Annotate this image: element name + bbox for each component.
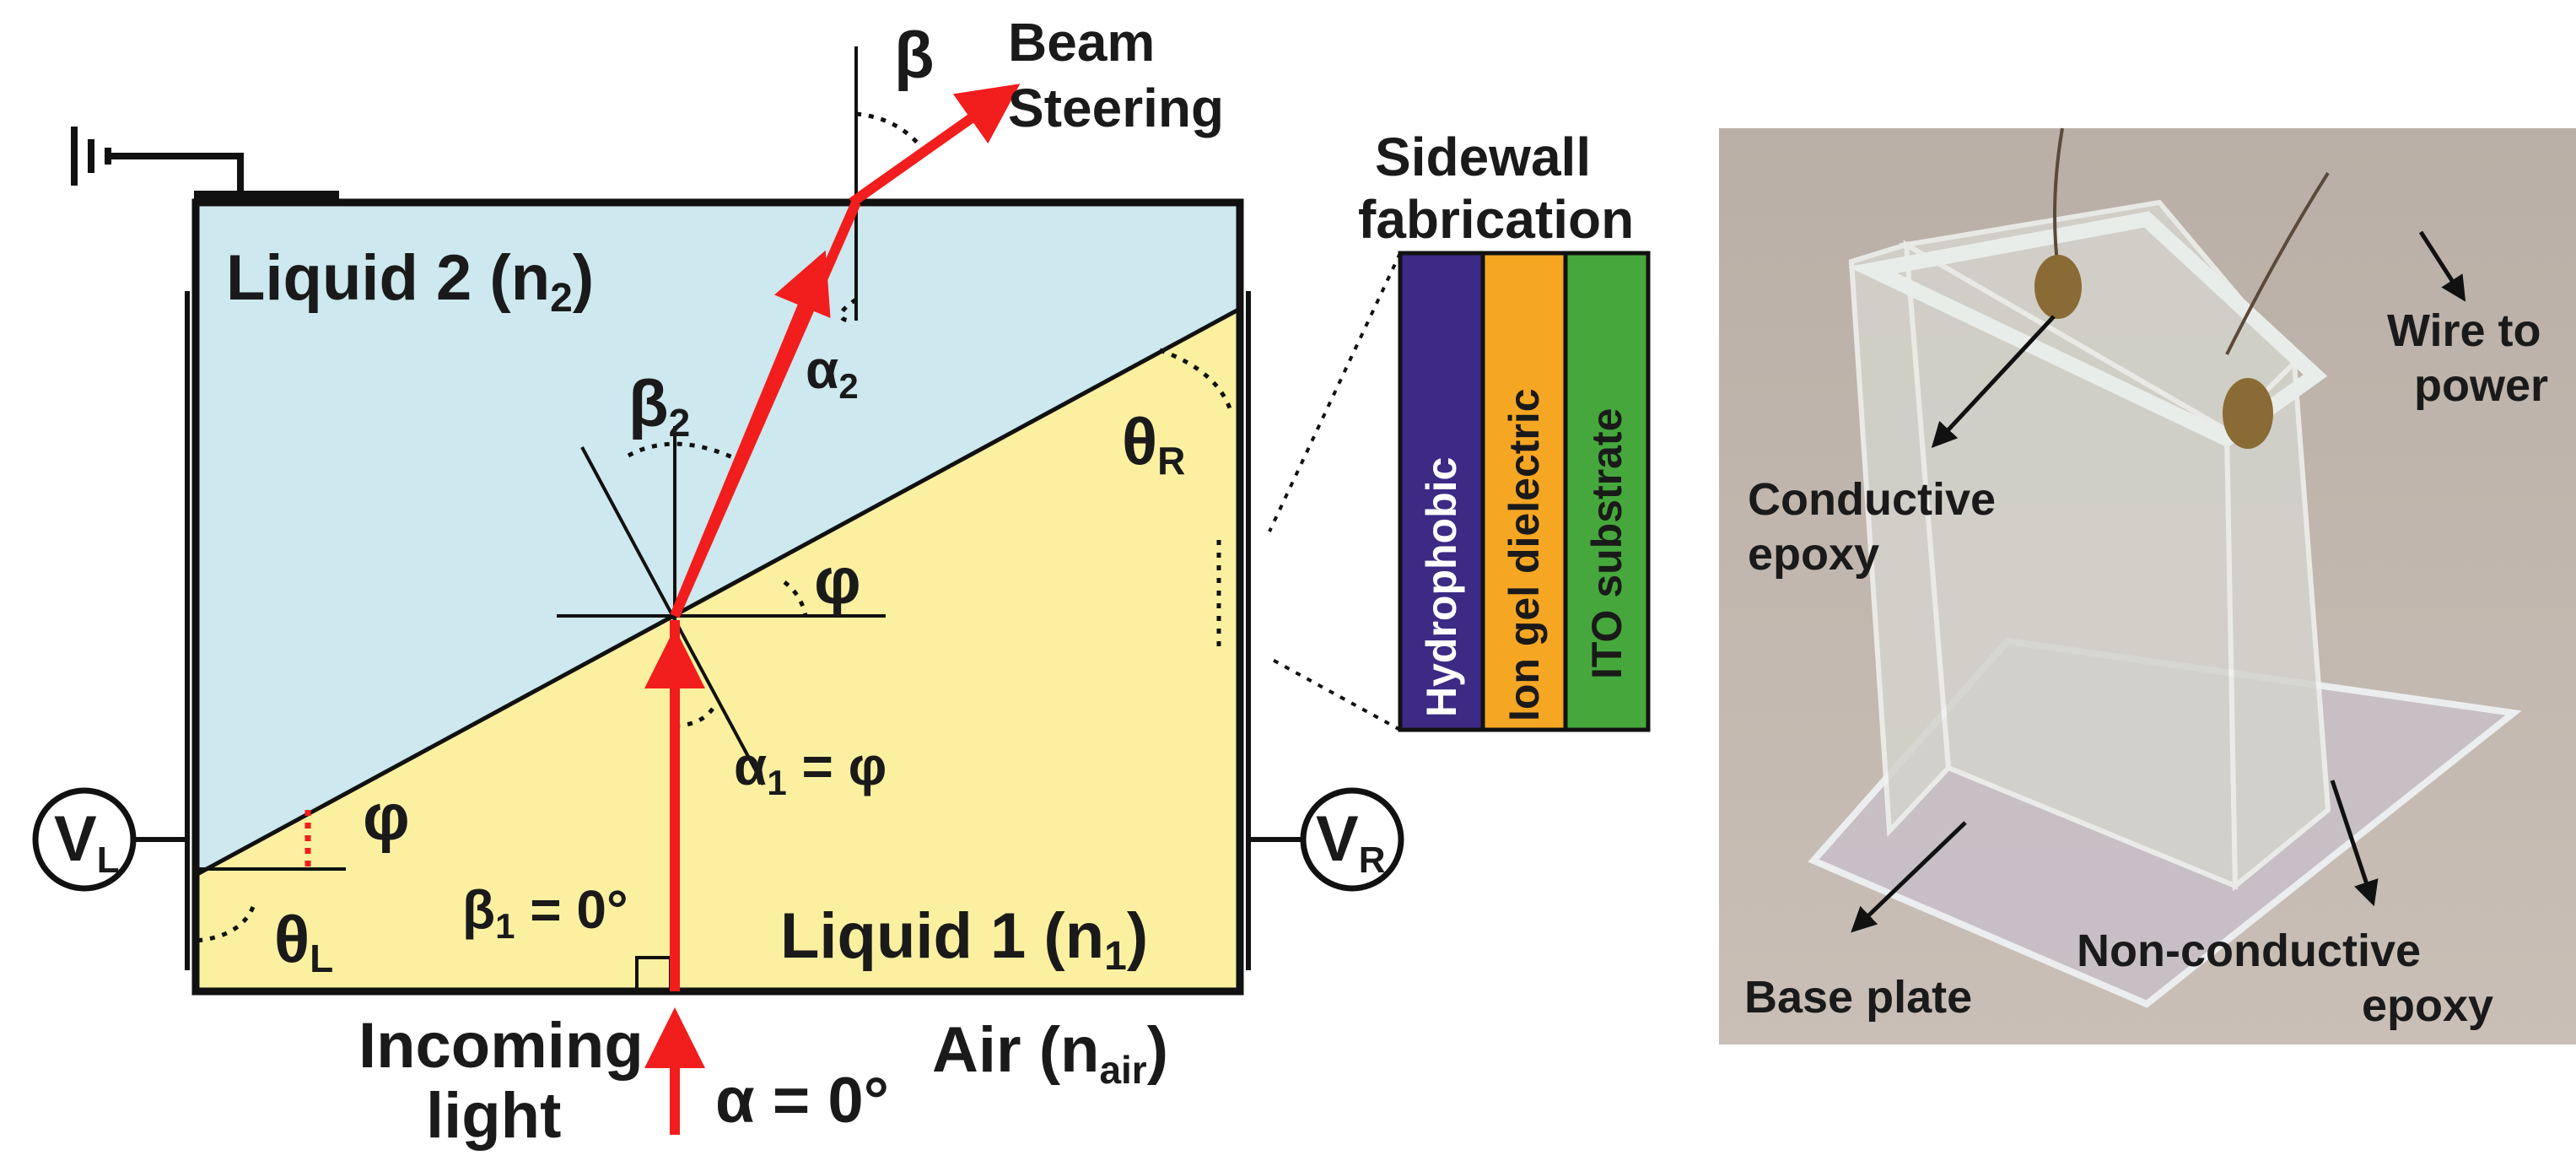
ground-icon: [71, 127, 244, 198]
beta1-sub: 1: [495, 906, 515, 946]
phi-interface-label: φ: [814, 543, 861, 618]
nonconductive-epoxy-line2: epoxy: [2362, 980, 2493, 1031]
cell-diagram: VL VR: [32, 12, 1404, 1152]
svg-text:α1 = φ: α1 = φ: [734, 736, 887, 802]
air-close: ): [1147, 1014, 1168, 1086]
theta-r-label: θ: [1122, 404, 1157, 478]
power-wire: [2053, 127, 2330, 355]
svg-text:α2: α2: [806, 339, 859, 406]
liquid1-region: [196, 309, 1240, 991]
device-photo: Conductive epoxy Wire to power Base plat…: [1719, 127, 2576, 1045]
liquid2-close: ): [573, 242, 594, 314]
beta2-label: β: [628, 366, 669, 440]
beta-label: β: [894, 18, 935, 92]
sidewall-panel: Sidewall fabrication Hydrophobic Ion gel…: [1268, 127, 1651, 732]
vl-sub: L: [97, 839, 120, 881]
phi-left-label: φ: [363, 780, 410, 854]
vl-label: V: [54, 803, 97, 875]
base-plate-label: Base plate: [1744, 972, 1972, 1023]
air-sub: air: [1099, 1048, 1146, 1092]
theta-l-label: θ: [274, 902, 310, 976]
theta-l-sub: L: [310, 937, 333, 980]
liquid2-region: [196, 202, 1240, 875]
layer-ion-gel-label: Ion gel dielectric: [1501, 388, 1548, 721]
vr-source-icon: [1300, 787, 1404, 892]
vr-label: V: [1316, 803, 1359, 875]
interface-line: [194, 306, 1242, 877]
svg-text:θL: θL: [274, 902, 333, 980]
wire-to-power-line2: power: [2414, 360, 2548, 411]
svg-text:VR: VR: [1316, 803, 1385, 881]
liquid1-sub: 1: [1104, 934, 1127, 979]
beta1-label: β: [462, 879, 495, 940]
cell-walls: [191, 198, 1244, 996]
alpha-zero-label: α = 0°: [715, 1065, 889, 1136]
air-label: Air (n: [932, 1014, 1099, 1086]
beta1-rhs: = 0°: [515, 879, 628, 940]
wire-to-power-line1: Wire to: [2387, 305, 2541, 356]
svg-text:Air (nair): Air (nair): [932, 1014, 1168, 1092]
svg-text:VL: VL: [54, 803, 120, 881]
liquid2-label: Liquid 2 (n: [226, 242, 550, 314]
layer-ito: [1563, 251, 1651, 732]
beta2-sub: 2: [669, 401, 691, 445]
layer-hydrophobic-label: Hydrophobic: [1418, 457, 1465, 717]
svg-text:Liquid 1 (n1): Liquid 1 (n1): [780, 900, 1148, 979]
layer-hydrophobic: [1398, 251, 1485, 732]
beam-steering-line1: Beam: [1008, 12, 1155, 73]
conductive-epoxy-line1: Conductive: [1748, 474, 1996, 525]
nonconductive-epoxy-line1: Non-conductive: [2077, 926, 2421, 976]
liquid1-label: Liquid 1 (n: [780, 900, 1104, 972]
liquid2-sub: 2: [550, 276, 573, 321]
alpha2-label: α: [806, 339, 838, 400]
incoming-line1: Incoming: [358, 1010, 644, 1082]
vr-sub: R: [1359, 839, 1386, 881]
layer-ito-label: ITO substrate: [1583, 408, 1630, 679]
conductive-epoxy-line2: epoxy: [1748, 529, 1879, 580]
svg-text:θR: θR: [1122, 404, 1185, 483]
svg-text:Liquid 2 (n2): Liquid 2 (n2): [226, 242, 594, 321]
svg-text:β1 = 0°: β1 = 0°: [462, 879, 628, 946]
alpha1-sub: 1: [767, 763, 786, 802]
layer-ion-gel: [1480, 251, 1568, 732]
beam-steering-line2: Steering: [1008, 78, 1224, 138]
alpha1-label: α: [734, 736, 767, 796]
sidewall-line2: fabrication: [1358, 189, 1634, 250]
theta-r-sub: R: [1157, 439, 1185, 483]
sidewall-line1: Sidewall: [1375, 127, 1591, 187]
liquid1-close: ): [1127, 900, 1148, 972]
conductive-epoxy-blob-1: [2034, 255, 2082, 319]
alpha1-rhs: = φ: [787, 736, 887, 796]
top-electrode: [194, 191, 339, 201]
alpha2-sub: 2: [838, 366, 858, 406]
conductive-epoxy-blob-2: [2223, 378, 2273, 449]
incoming-line2: light: [426, 1080, 561, 1152]
svg-text:β2: β2: [628, 366, 690, 445]
vl-source-icon: [32, 787, 137, 892]
